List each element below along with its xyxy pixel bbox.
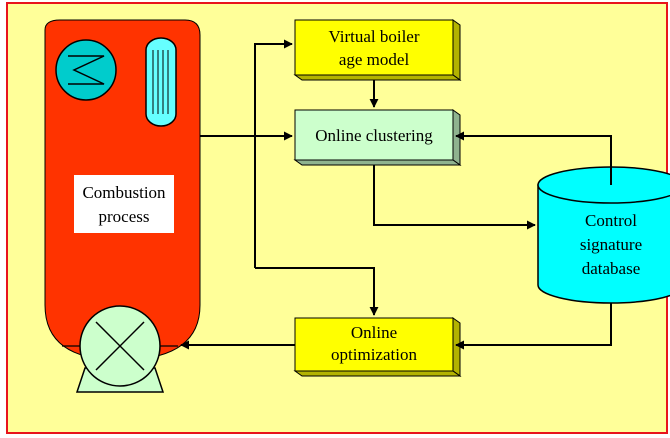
combustion-label: Combustion process <box>74 175 174 233</box>
control-signature-database: Control signature database <box>537 166 670 304</box>
pump-icon <box>62 305 178 393</box>
virtual-boiler-line1: Virtual boiler <box>328 27 419 46</box>
tube-bundle-icon <box>145 37 177 127</box>
arrow-database-to-clustering <box>455 131 612 185</box>
database-line1: Control <box>585 211 637 230</box>
database-line2: signature <box>580 235 642 254</box>
virtual-boiler-line2: age model <box>339 50 410 69</box>
connectors <box>180 39 612 350</box>
combustion-line2: process <box>99 207 150 226</box>
arrow-feedback-to-model <box>254 39 293 268</box>
combustion-line1: Combustion <box>82 183 166 202</box>
arrow-feedback-to-optimization <box>255 267 379 316</box>
database-line3: database <box>582 259 641 278</box>
arrow-database-to-optimization <box>455 303 612 350</box>
online-clustering-box: Online clustering <box>293 109 462 166</box>
online-optimization-line1: Online <box>351 323 397 342</box>
online-optimization-line2: optimization <box>331 345 417 364</box>
online-clustering-label: Online clustering <box>315 126 433 145</box>
virtual-boiler-age-model-box: Virtual boiler age model <box>293 19 462 81</box>
online-optimization-box: Online optimization <box>293 317 462 377</box>
heat-exchanger-icon <box>55 39 117 101</box>
arrow-clustering-to-database <box>373 165 536 230</box>
